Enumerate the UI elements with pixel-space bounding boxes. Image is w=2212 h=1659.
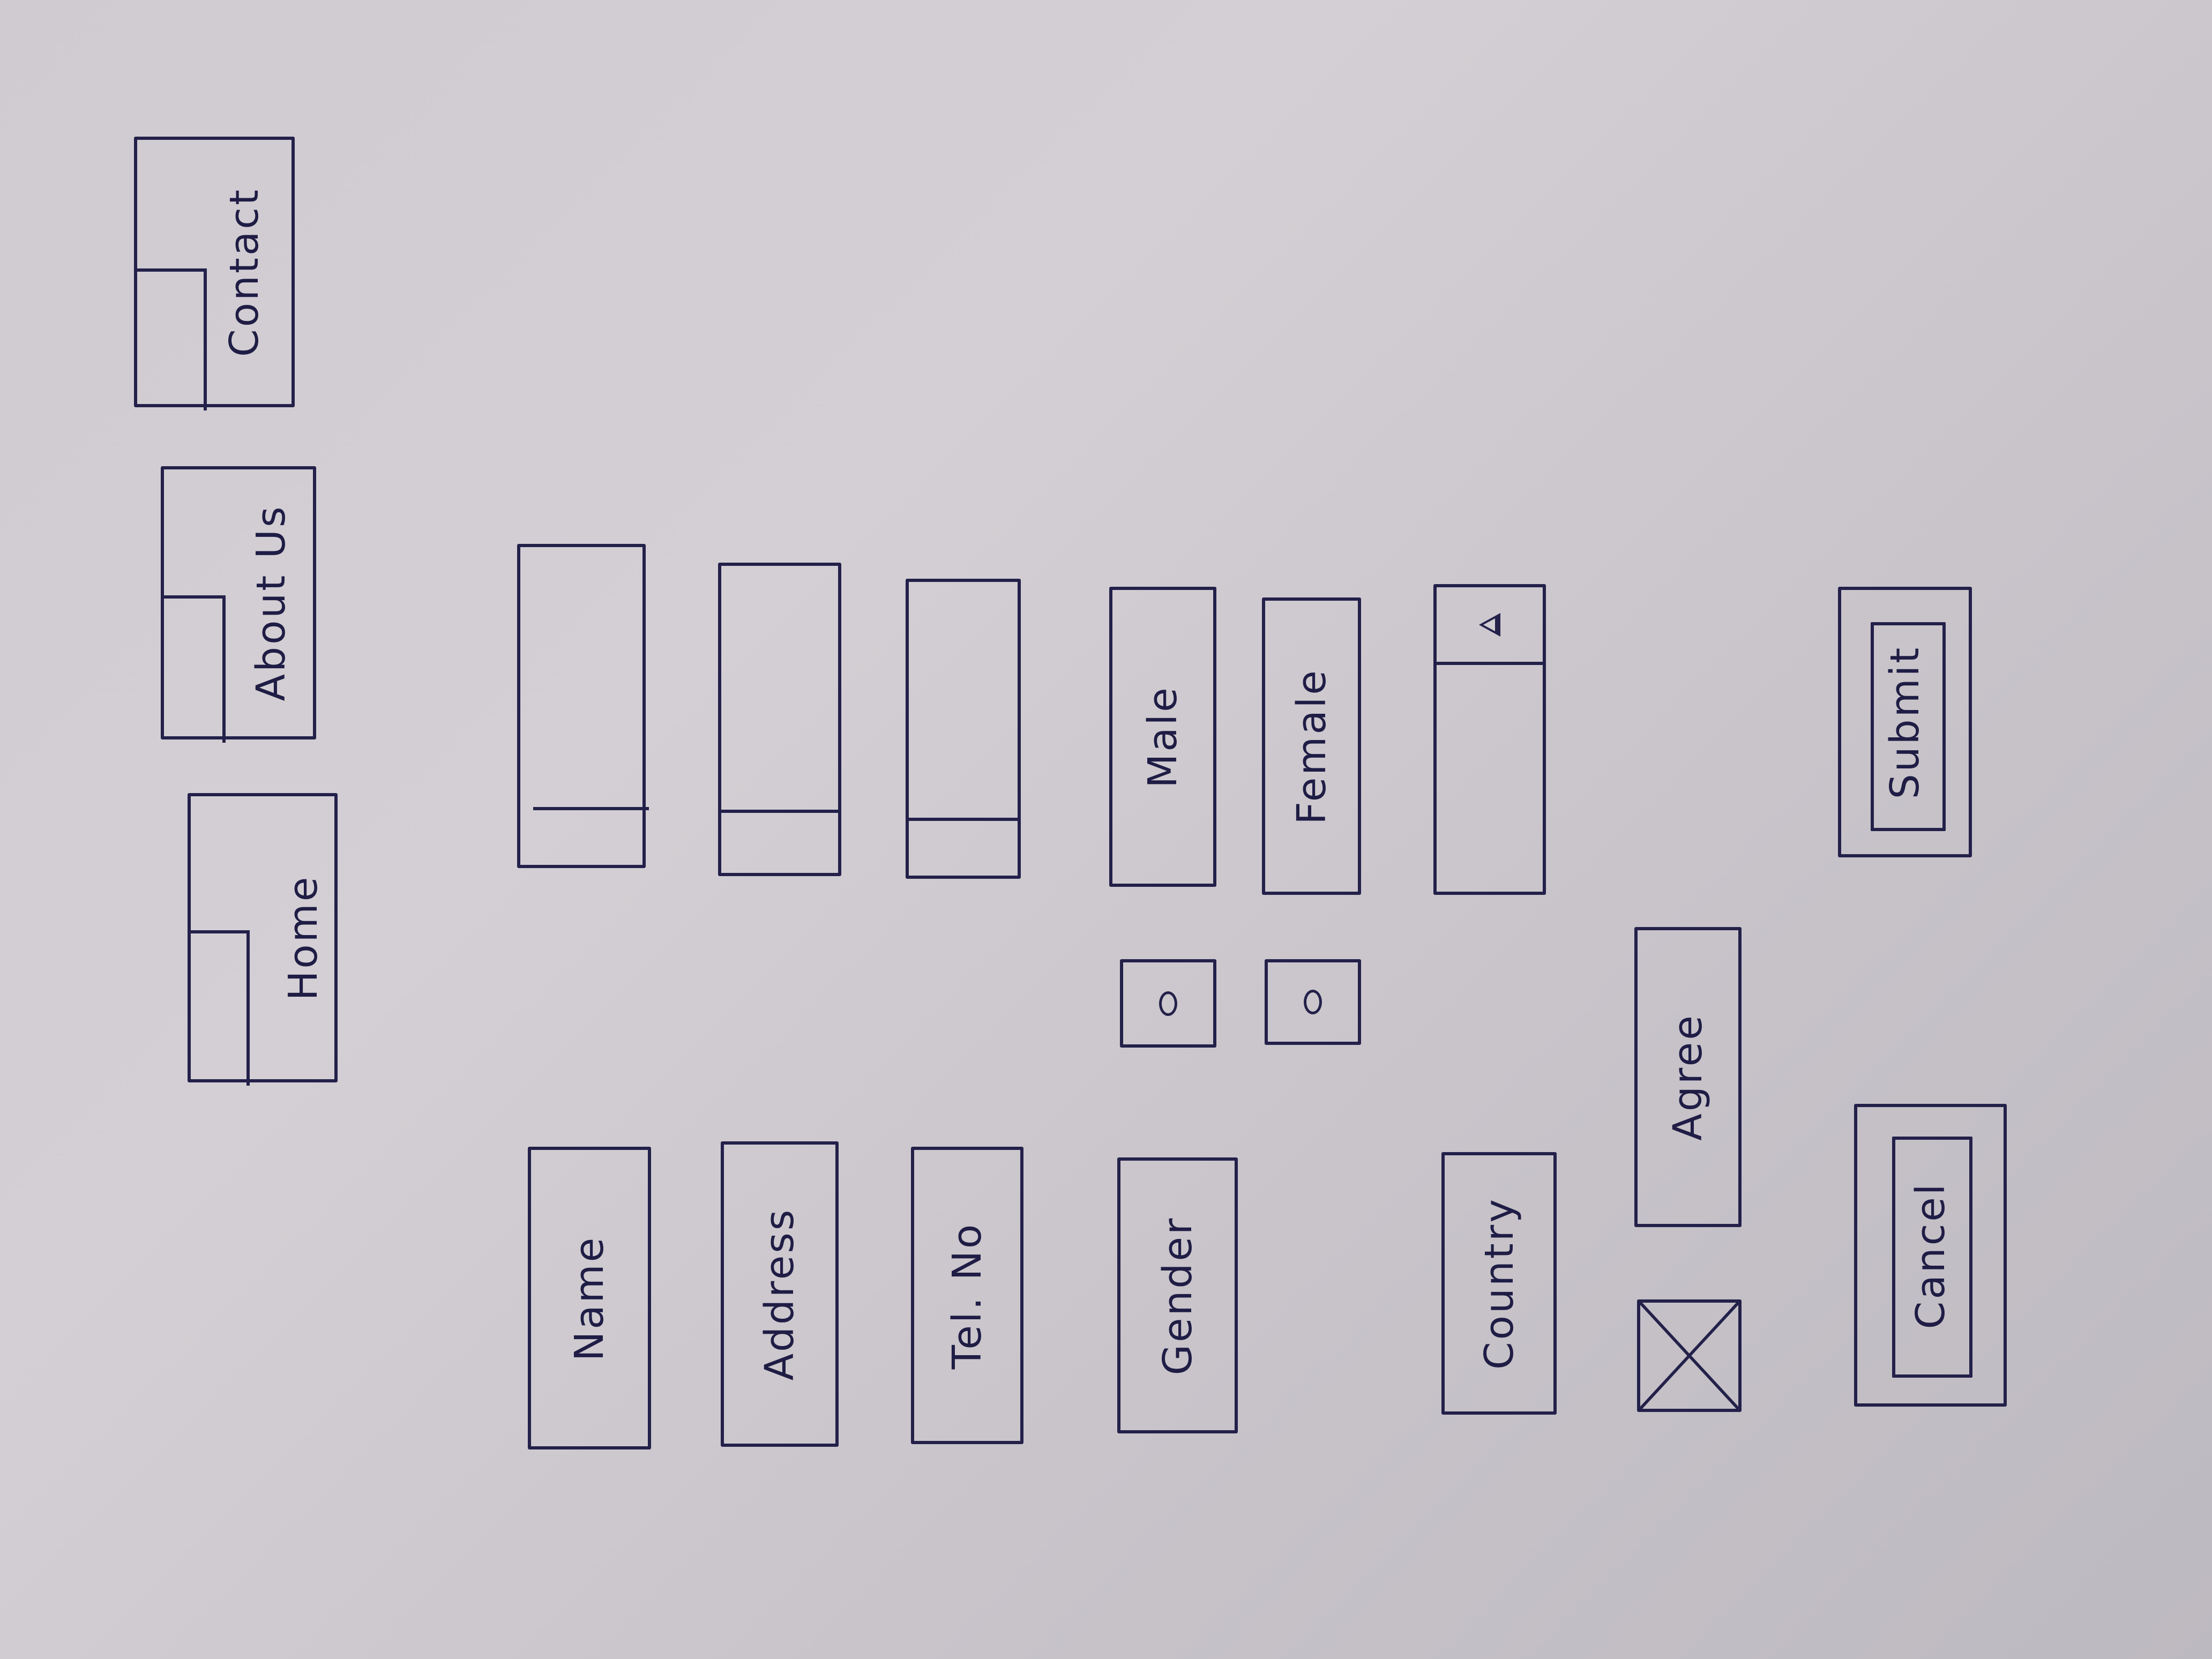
radio-female[interactable] — [1265, 959, 1361, 1045]
name-label: Name — [566, 1235, 612, 1361]
agree-label-box: Agree — [1634, 927, 1742, 1227]
address-label: Address — [757, 1207, 803, 1381]
radio-icon — [1304, 990, 1322, 1014]
name-label-box: Name — [528, 1147, 651, 1449]
cancel-button-label: Cancel — [1907, 1182, 1954, 1329]
agree-label: Agree — [1665, 1013, 1711, 1141]
checkbox-checked-icon — [1640, 1303, 1738, 1409]
country-label-box: Country — [1441, 1152, 1557, 1415]
cancel-button[interactable]: Cancel — [1854, 1104, 2007, 1407]
nav-item-contact[interactable]: Contact — [134, 137, 295, 410]
country-label: Country — [1476, 1197, 1522, 1370]
gender-option-female-label: Female — [1288, 668, 1335, 825]
nav-item-home-label: Home — [280, 875, 326, 1001]
name-field-divider — [533, 807, 649, 810]
tel-field-divider — [909, 818, 1021, 821]
radio-male[interactable] — [1120, 959, 1216, 1048]
address-label-box: Address — [721, 1141, 839, 1447]
tel-label-box: Tel. No — [911, 1147, 1023, 1444]
nav-item-contact-label: Contact — [221, 187, 267, 357]
image-placeholder-icon — [191, 930, 250, 1086]
tel-field[interactable] — [906, 579, 1021, 879]
nav-item-home[interactable]: Home — [188, 793, 338, 1086]
agree-checkbox[interactable] — [1637, 1299, 1742, 1412]
address-field-divider — [721, 810, 841, 813]
name-field[interactable] — [517, 544, 649, 868]
gender-label-box: Gender — [1117, 1157, 1238, 1433]
gender-option-female: Female — [1262, 597, 1361, 895]
submit-button-inner — [1871, 622, 1946, 831]
tel-label: Tel. No — [944, 1222, 990, 1369]
radio-icon — [1159, 991, 1177, 1016]
image-placeholder-icon — [164, 595, 226, 743]
submit-button[interactable]: Submit — [1838, 587, 1972, 857]
address-field[interactable] — [718, 563, 841, 876]
dropdown-arrow-button[interactable] — [1437, 587, 1543, 665]
gender-option-male-label: Male — [1140, 685, 1186, 788]
country-select[interactable] — [1433, 584, 1546, 895]
gender-option-male: Male — [1109, 587, 1216, 887]
cancel-button-inner — [1892, 1137, 1972, 1378]
submit-button-label: Submit — [1882, 645, 1928, 799]
image-placeholder-icon — [137, 268, 207, 410]
dropdown-arrow-icon — [1479, 612, 1500, 637]
nav-item-about-label: About Us — [248, 504, 294, 701]
nav-item-about[interactable]: About Us — [161, 466, 316, 743]
gender-label: Gender — [1154, 1216, 1201, 1375]
